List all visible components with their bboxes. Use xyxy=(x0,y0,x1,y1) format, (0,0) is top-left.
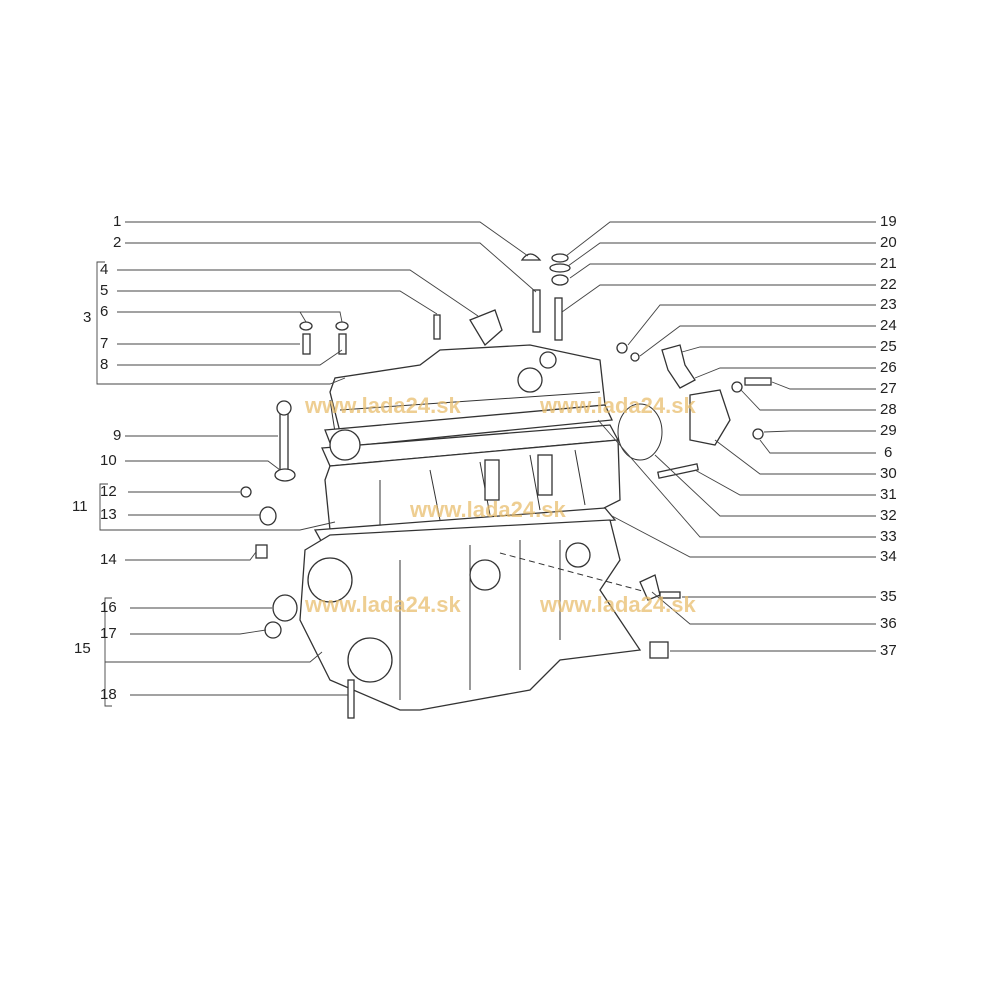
callout-left-5: 5 xyxy=(100,282,109,299)
callout-right-6: 6 xyxy=(884,444,893,461)
callout-right-27: 27 xyxy=(880,380,897,397)
callout-right-19: 19 xyxy=(880,213,897,230)
leader-line xyxy=(565,221,876,257)
leader-line xyxy=(117,290,438,315)
leader-line xyxy=(117,269,479,317)
callout-right-23: 23 xyxy=(880,296,897,313)
leader-line xyxy=(681,346,876,353)
leader-line xyxy=(639,325,876,357)
leader-line xyxy=(567,242,876,267)
leader-line xyxy=(740,389,876,411)
callout-left-10: 10 xyxy=(100,452,117,469)
leader-line xyxy=(714,439,876,475)
leader-line xyxy=(627,304,876,346)
callout-right-21: 21 xyxy=(880,255,897,272)
leader-line xyxy=(125,242,537,293)
watermark-text: www.lada24.sk xyxy=(305,592,461,617)
engine-drawing xyxy=(240,253,772,719)
callout-right-24: 24 xyxy=(880,317,897,334)
leader-line xyxy=(651,591,876,625)
callout-left-9: 9 xyxy=(113,427,122,444)
callout-right-36: 36 xyxy=(880,615,897,632)
leader-line xyxy=(117,311,307,323)
leader-line xyxy=(611,515,876,558)
leader-line xyxy=(300,311,343,323)
callout-right-33: 33 xyxy=(880,528,897,545)
callout-right-32: 32 xyxy=(880,507,897,524)
callout-left-4: 4 xyxy=(100,261,109,278)
callout-right-22: 22 xyxy=(880,276,897,293)
callout-left-13: 13 xyxy=(100,506,117,523)
leader-line xyxy=(694,367,876,379)
leader-line xyxy=(561,284,876,313)
callout-left-17: 17 xyxy=(100,625,117,642)
leader-line xyxy=(104,597,112,707)
watermark-text: www.lada24.sk xyxy=(540,592,696,617)
watermark-text: www.lada24.sk xyxy=(540,393,696,418)
callout-right-35: 35 xyxy=(880,588,897,605)
callout-right-20: 20 xyxy=(880,234,897,251)
callout-left-12: 12 xyxy=(100,483,117,500)
leader-line xyxy=(771,381,876,390)
callout-right-25: 25 xyxy=(880,338,897,355)
callout-right-34: 34 xyxy=(880,548,897,565)
callout-right-26: 26 xyxy=(880,359,897,376)
callout-left-8: 8 xyxy=(100,356,109,373)
callout-left-18: 18 xyxy=(100,686,117,703)
watermark-text: www.lada24.sk xyxy=(410,497,566,522)
leader-line xyxy=(763,430,876,433)
watermark-text: www.lada24.sk xyxy=(305,393,461,418)
callout-right-31: 31 xyxy=(880,486,897,503)
callout-left-6: 6 xyxy=(100,303,109,320)
leader-line xyxy=(125,551,257,561)
leader-line xyxy=(130,629,267,635)
leader-line xyxy=(105,651,323,663)
callout-left-16: 16 xyxy=(100,599,117,616)
callout-right-29: 29 xyxy=(880,422,897,439)
leader-lines xyxy=(96,221,876,707)
callout-left-3: 3 xyxy=(83,309,92,326)
callout-left-14: 14 xyxy=(100,551,117,568)
leader-line xyxy=(117,349,343,366)
leader-line xyxy=(96,261,346,385)
callout-left-2: 2 xyxy=(113,234,122,251)
callout-right-30: 30 xyxy=(880,465,897,482)
callout-left-11: 11 xyxy=(72,498,88,515)
callout-left-15: 15 xyxy=(74,640,91,657)
leader-line xyxy=(694,469,876,496)
callout-right-28: 28 xyxy=(880,401,897,418)
leader-line xyxy=(125,221,529,257)
callout-left-7: 7 xyxy=(100,335,109,352)
callout-left-1: 1 xyxy=(113,213,122,230)
leader-line xyxy=(569,263,876,279)
leader-line xyxy=(597,419,876,538)
leader-line xyxy=(654,454,876,517)
callout-right-37: 37 xyxy=(880,642,897,659)
leader-line xyxy=(125,460,281,471)
leader-line xyxy=(99,483,336,531)
leader-line xyxy=(759,439,876,454)
